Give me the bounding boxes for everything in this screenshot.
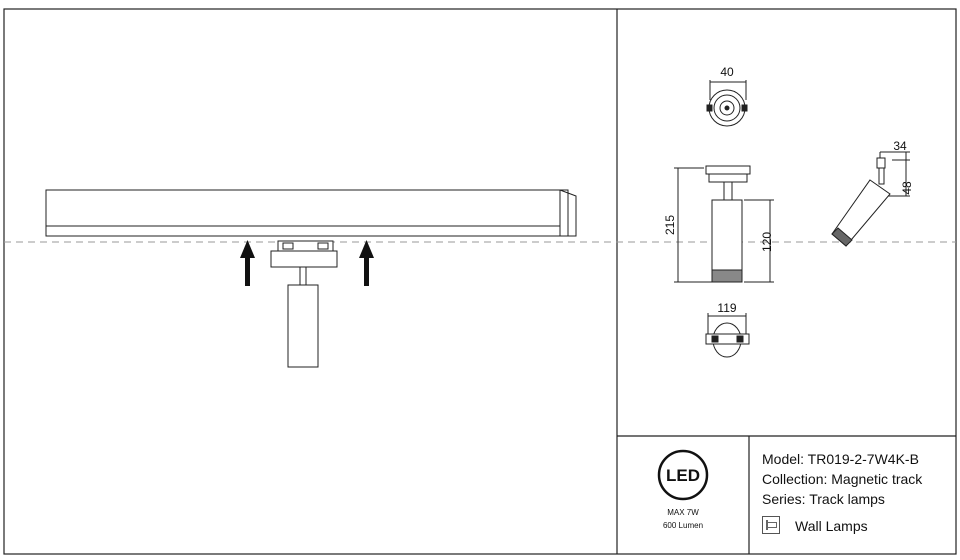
track-spotlight [270,240,338,368]
front-view [674,165,774,283]
dim-side-width: 34 [893,139,907,153]
bottom-view [705,313,750,358]
outer-frame [3,8,957,555]
led-power: MAX 7W [667,508,699,517]
insert-arrow-left [240,240,255,286]
dim-side-height: 48 [900,181,914,195]
top-view [706,80,748,127]
side-view [831,151,910,247]
track-rail [45,189,577,237]
model-label: Model: TR019-2-7W4K-B [762,451,919,467]
wall-lamp-icon [762,516,780,534]
dim-height-total: 215 [663,215,677,235]
dim-bottom-width: 119 [717,301,736,315]
insert-arrow-right [359,240,374,286]
collection-label: Collection: Magnetic track [762,471,923,487]
led-lumen: 600 Lumen [662,521,704,530]
dim-top-width: 40 [720,65,734,79]
type-label: Wall Lamps [795,518,868,534]
led-icon: LED [657,449,709,501]
series-label: Series: Track lamps [762,491,885,507]
led-logo-text: LED [666,466,700,485]
dim-height-body: 120 [760,232,774,252]
